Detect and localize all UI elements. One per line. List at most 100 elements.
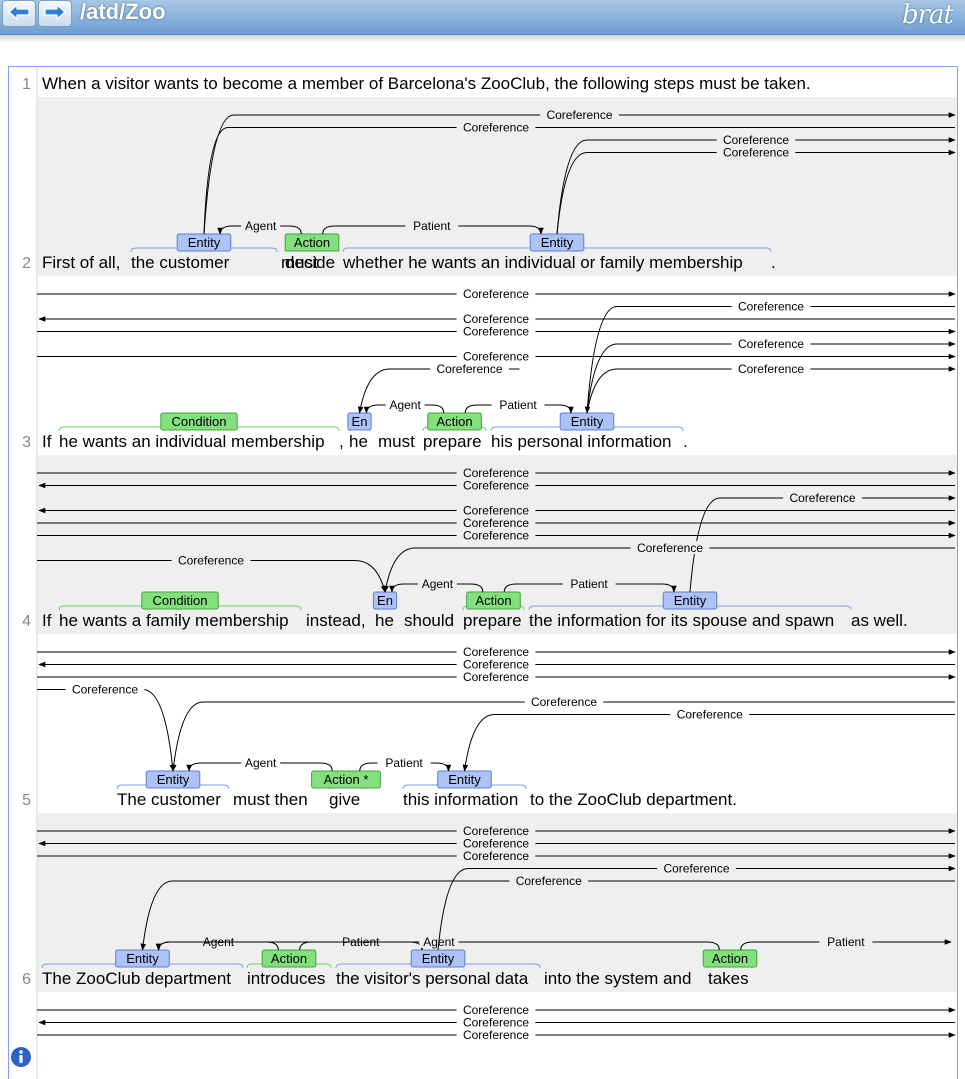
coreference-arc[interactable]: Coreference — [37, 349, 956, 364]
coreference-arc[interactable]: Coreference — [37, 324, 956, 339]
token[interactable]: prepare — [423, 432, 482, 451]
token[interactable]: If — [42, 432, 52, 451]
entity-span[interactable]: En — [372, 591, 398, 611]
entity-span[interactable]: Entity — [402, 770, 527, 790]
coreference-arc[interactable]: Coreference — [586, 337, 956, 414]
coreference-arc[interactable]: Coreference — [37, 824, 956, 838]
coreference-arc[interactable]: Coreference — [170, 695, 955, 772]
token[interactable]: . — [683, 432, 688, 451]
agent-arc[interactable]: Agent — [389, 577, 484, 593]
coreference-arc[interactable]: Coreference — [38, 503, 955, 518]
coreference-arc[interactable]: Coreference — [140, 874, 956, 951]
token[interactable]: he — [349, 432, 368, 451]
token[interactable]: he — [375, 611, 394, 630]
token[interactable]: the information for its spouse and spawn — [529, 611, 834, 630]
coreference-arc[interactable]: Coreference — [37, 553, 387, 593]
span-label: Entity — [674, 593, 707, 608]
coreference-arc[interactable]: Coreference — [462, 707, 956, 772]
token[interactable]: whether he wants an individual or family… — [342, 253, 743, 272]
token[interactable]: First of all, — [42, 253, 120, 272]
coreference-arc[interactable]: Coreference — [37, 670, 956, 684]
action-span[interactable]: Action — [422, 412, 487, 432]
coreference-arc[interactable]: Coreference — [37, 849, 956, 863]
token[interactable]: . — [771, 253, 776, 272]
patient-arc[interactable]: Patient — [322, 219, 544, 235]
action-span[interactable]: Action — [284, 233, 340, 253]
token[interactable]: decide — [285, 253, 335, 272]
coreference-arc[interactable]: Coreference — [37, 682, 176, 772]
entity-span[interactable]: En — [347, 412, 372, 432]
coreference-arc[interactable]: Coreference — [37, 287, 956, 301]
token[interactable]: introduces — [247, 969, 325, 988]
action-span[interactable]: Action * — [311, 770, 381, 790]
token[interactable]: instead, — [306, 611, 366, 630]
token[interactable]: prepare — [463, 611, 522, 630]
token[interactable]: should — [404, 611, 454, 630]
token[interactable]: into the system and — [544, 969, 691, 988]
token[interactable]: he wants an individual membership — [59, 432, 325, 451]
coreference-arc[interactable]: Coreference — [38, 657, 955, 672]
token[interactable]: , — [339, 432, 344, 451]
coreference-arc[interactable]: Coreference — [37, 1028, 956, 1042]
document-path[interactable]: /atd/Zoo — [80, 0, 166, 24]
patient-arc[interactable]: Patient — [464, 398, 574, 414]
coreference-arc[interactable]: Coreference — [383, 541, 955, 593]
coreference-arc[interactable]: Coreference — [38, 1015, 955, 1030]
token[interactable]: the visitor's personal data — [336, 969, 529, 988]
coreference-arc[interactable]: Coreference — [37, 645, 956, 659]
patient-arc[interactable]: Patient — [740, 935, 952, 951]
token[interactable]: When a visitor wants to become a member … — [42, 74, 811, 93]
token[interactable]: must then — [233, 790, 308, 809]
entity-span[interactable]: Entity — [335, 949, 541, 969]
token[interactable]: takes — [708, 969, 749, 988]
entity-span[interactable]: Entity — [528, 591, 852, 611]
entity-span[interactable]: Entity — [342, 233, 772, 253]
entity-span[interactable]: Entity — [116, 770, 230, 790]
info-icon[interactable] — [10, 1046, 32, 1072]
coreference-arc[interactable]: Coreference — [37, 466, 956, 480]
forward-button[interactable] — [38, 0, 72, 27]
entity-span[interactable]: Entity — [130, 233, 278, 253]
token[interactable]: The ZooClub department — [42, 969, 231, 988]
coreference-arc[interactable]: Coreference — [38, 478, 955, 493]
action-span[interactable]: Action — [246, 949, 332, 969]
coreference-arc[interactable]: Coreference — [357, 362, 520, 414]
action-span[interactable]: Action — [462, 591, 525, 611]
token[interactable]: the customer — [131, 253, 230, 272]
coreference-arc[interactable]: Coreference — [38, 312, 955, 326]
coreference-arc[interactable]: Coreference — [203, 108, 956, 235]
coreference-label: Coreference — [178, 554, 244, 568]
agent-arc[interactable]: Agent — [217, 219, 302, 235]
token[interactable]: his personal information — [491, 432, 671, 451]
agent-arc[interactable]: Agent — [186, 756, 333, 772]
coreference-arc[interactable]: Coreference — [37, 516, 956, 530]
coreference-arc[interactable]: Coreference — [37, 528, 956, 543]
token[interactable]: give — [329, 790, 360, 809]
coreference-arc[interactable]: Coreference — [38, 836, 955, 851]
condition-span[interactable]: Condition — [58, 591, 302, 611]
entity-span[interactable]: Entity — [41, 949, 244, 969]
patient-arc[interactable]: Patient — [359, 756, 452, 772]
coreference-arc[interactable]: Coreference — [584, 299, 955, 414]
token[interactable]: must — [378, 432, 415, 451]
condition-span[interactable]: Condition — [58, 412, 340, 432]
patient-arc[interactable]: Patient — [503, 577, 677, 593]
arc-label: Patient — [385, 756, 423, 770]
coreference-arc[interactable]: Coreference — [689, 491, 956, 593]
token[interactable]: must — [281, 253, 318, 272]
token[interactable]: to the ZooClub department. — [530, 790, 737, 809]
coreference-arc[interactable]: Coreference — [203, 120, 955, 235]
entity-span[interactable]: Entity — [490, 412, 684, 432]
coreference-arc[interactable]: Coreference — [556, 145, 956, 235]
token[interactable]: The customer — [117, 790, 221, 809]
token[interactable]: If — [42, 611, 52, 630]
agent-arc[interactable]: Agent — [363, 398, 445, 414]
token[interactable]: this information — [403, 790, 518, 809]
coreference-arc[interactable]: Coreference — [586, 362, 956, 414]
coreference-arc[interactable]: Coreference — [437, 861, 956, 951]
action-span[interactable]: Action — [702, 949, 758, 969]
token[interactable]: he wants a family membership — [59, 611, 289, 630]
back-button[interactable] — [2, 0, 36, 27]
token[interactable]: as well. — [851, 611, 908, 630]
coreference-arc[interactable]: Coreference — [37, 1003, 956, 1017]
